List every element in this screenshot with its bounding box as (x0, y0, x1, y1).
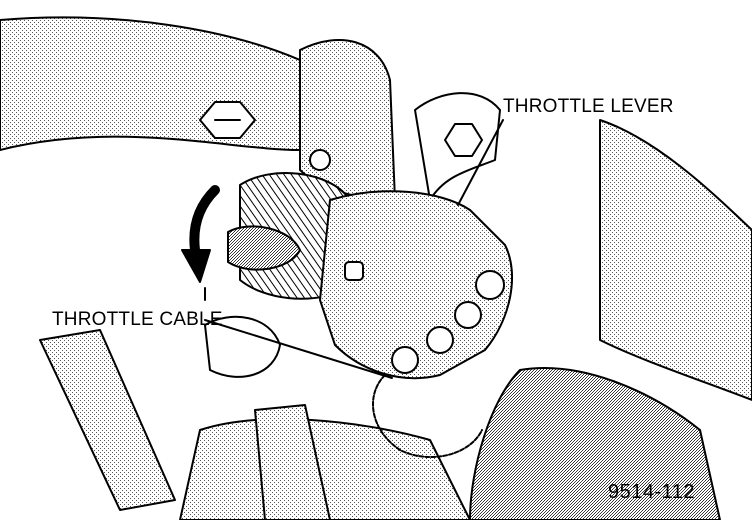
lever-tab (344, 261, 364, 281)
throttle-cable-label: THROTTLE CABLE (52, 309, 223, 330)
lower-right-mass (469, 367, 721, 520)
cable-ball-socket (391, 346, 419, 374)
bolt-boss (309, 149, 331, 171)
leader-throttle-lever (457, 119, 504, 206)
lower-left-tube (39, 329, 176, 511)
lever-hole-2 (454, 301, 482, 329)
leader-throttle-cable (204, 319, 393, 379)
round-knob (204, 315, 281, 378)
return-spring (227, 225, 301, 271)
bottom-housing (179, 418, 471, 520)
throttle-lever-label: THROTTLE LEVER (503, 96, 674, 117)
rotation-arrow-head (181, 249, 211, 283)
hex-bolt-bracket (444, 123, 483, 157)
figure-number: 9514-112 (608, 481, 696, 503)
lower-center-tube (254, 404, 331, 520)
lever-hole-1 (475, 270, 505, 300)
throttle-cable-loop (372, 374, 483, 458)
engine-block-right (599, 119, 752, 401)
engine-block-upper-left (0, 16, 301, 151)
lever-hole-3 (426, 326, 454, 354)
throttle-lever-body (319, 190, 513, 380)
rotation-arrow (189, 185, 220, 255)
